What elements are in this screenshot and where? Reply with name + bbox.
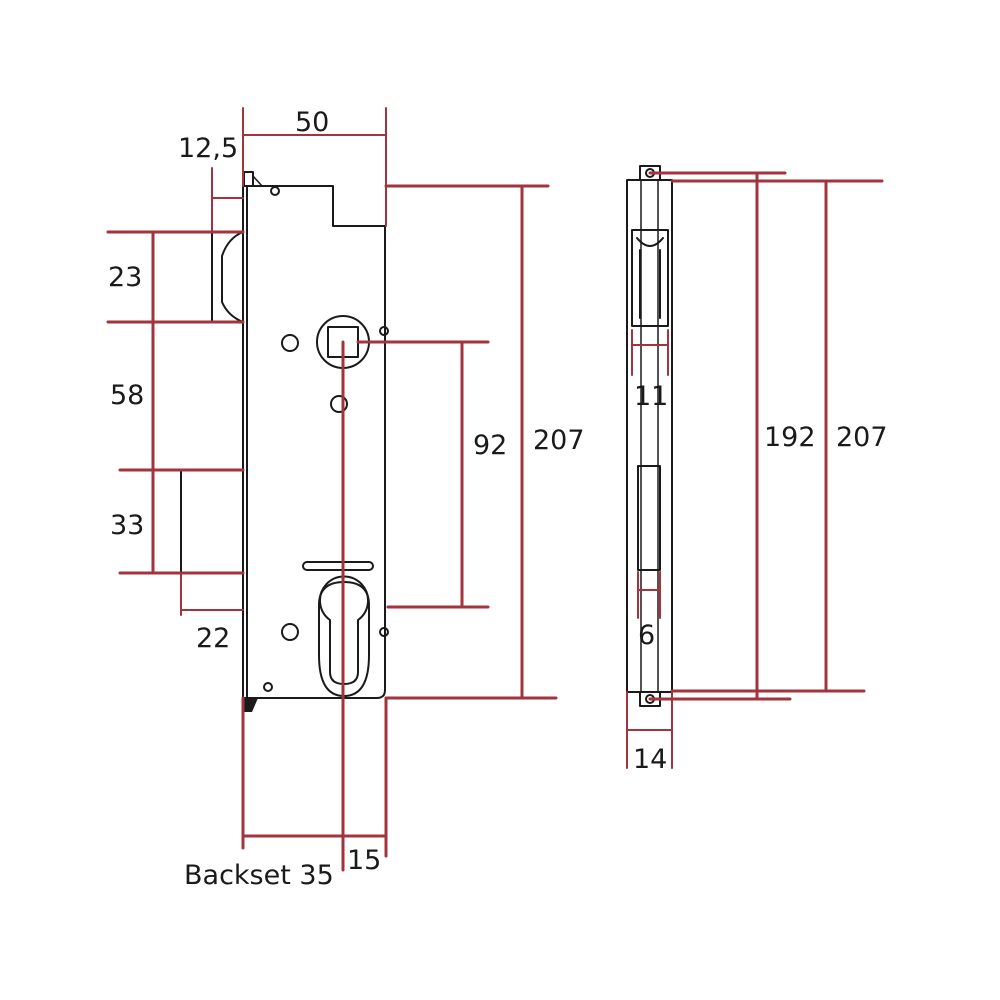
lock-case-outline — [246, 185, 386, 699]
screw-hole-icon — [281, 334, 299, 352]
dimension-label-92: 92 — [473, 430, 508, 461]
dimension-label-33: 33 — [110, 510, 145, 541]
dimension-label-192: 192 — [764, 422, 816, 453]
faceplate-front — [626, 179, 673, 693]
dimension-label-207-side: 207 — [533, 425, 585, 456]
dimension-label-14: 14 — [633, 744, 668, 775]
dimension-label-23: 23 — [108, 262, 143, 293]
case-slot — [302, 561, 374, 571]
dimension-lines-side — [106, 107, 558, 872]
top-screw-icon — [270, 186, 280, 196]
dimension-label-12-5: 12,5 — [178, 133, 239, 164]
screw-hole-icon — [281, 623, 299, 641]
cylinder-cam-area — [318, 581, 370, 697]
screw-hole-icon — [379, 627, 389, 637]
dimension-label-50: 50 — [295, 107, 330, 138]
dimension-lines-front — [626, 171, 884, 769]
bottom-fixing-tab — [244, 698, 258, 712]
screw-hole-icon — [379, 326, 389, 336]
dimension-label-22: 22 — [196, 623, 231, 654]
dead-bolt — [180, 469, 244, 574]
latch-opening — [631, 229, 669, 327]
faceplate-front-view — [626, 165, 673, 707]
bolt-opening — [637, 465, 661, 571]
faceplate-side — [242, 185, 248, 699]
top-fixing-tab — [243, 171, 254, 187]
dimension-label-15: 15 — [347, 845, 382, 876]
dimension-label-6: 6 — [638, 620, 656, 651]
dimension-label-11: 11 — [634, 381, 669, 412]
backset-label: Backset 35 — [184, 860, 334, 891]
dimension-label-207-front: 207 — [836, 422, 888, 453]
screw-hole-icon — [330, 395, 348, 413]
dimension-label-58: 58 — [110, 380, 145, 411]
bottom-screw-icon — [263, 682, 273, 692]
